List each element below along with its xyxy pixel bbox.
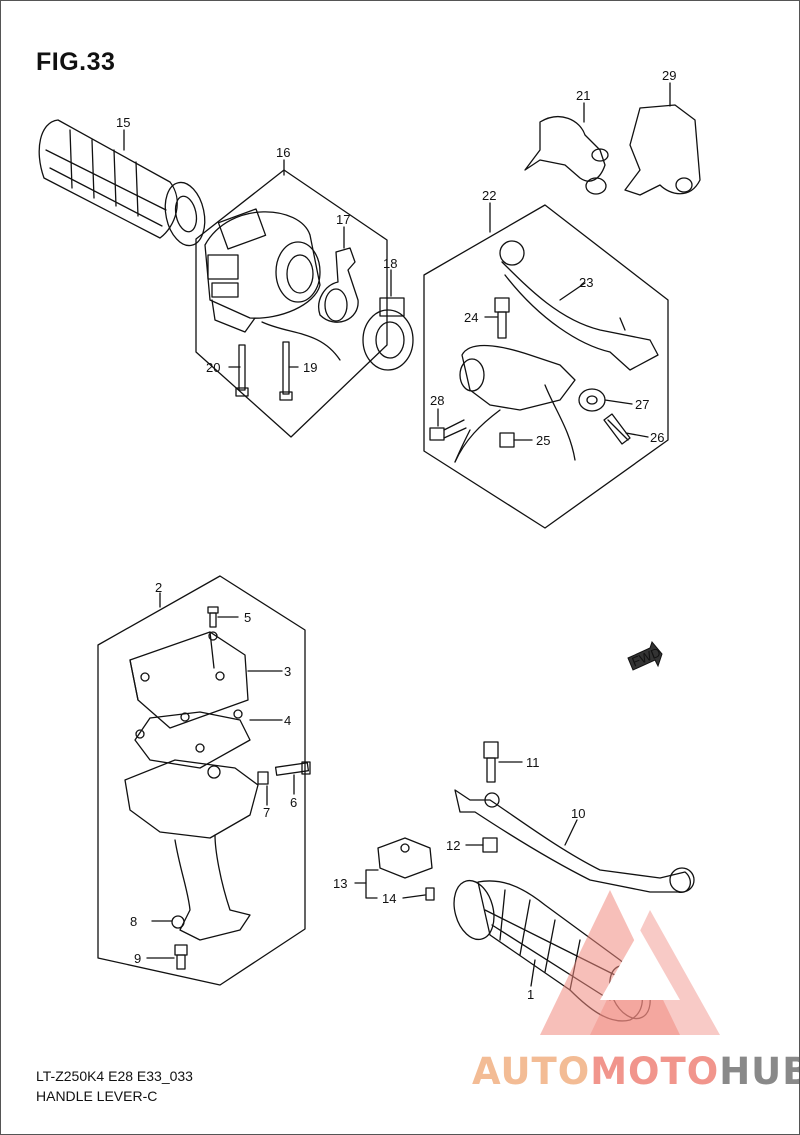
adjuster-nut-drawing bbox=[578, 388, 606, 412]
watermark-text: AUTOMOTOHUB bbox=[472, 1050, 800, 1093]
lever-nut-drawing bbox=[482, 837, 498, 853]
callout-14: 14 bbox=[382, 891, 396, 906]
callout-7: 7 bbox=[263, 805, 270, 820]
clutch-holder-drawing bbox=[454, 344, 576, 463]
master-cylinder-drawing bbox=[124, 759, 259, 941]
callout-19: 19 bbox=[303, 360, 317, 375]
switch-clamp-drawing bbox=[318, 247, 359, 323]
callout-1: 1 bbox=[527, 987, 534, 1002]
clutch-lever-drawing bbox=[499, 240, 659, 371]
diagram-caption: HANDLE LEVER-C bbox=[36, 1088, 158, 1104]
callout-20: 20 bbox=[206, 360, 220, 375]
lever-cover-drawing bbox=[624, 104, 701, 196]
fwd-direction-badge: FWD bbox=[627, 640, 663, 671]
watermark-part-1: AUTO bbox=[472, 1050, 591, 1093]
watermark-logo-triangles bbox=[540, 890, 720, 1035]
callout-10: 10 bbox=[571, 806, 585, 821]
callout-3: 3 bbox=[284, 664, 291, 679]
callout-15: 15 bbox=[116, 115, 130, 130]
small-hardware-drawing bbox=[174, 606, 311, 970]
group-outline-22 bbox=[423, 204, 669, 529]
callout-28: 28 bbox=[430, 393, 444, 408]
clutch-nut-drawing bbox=[499, 432, 515, 448]
callout-5: 5 bbox=[244, 610, 251, 625]
throttle-collar-drawing bbox=[362, 297, 414, 371]
callout-23: 23 bbox=[579, 275, 593, 290]
callout-2: 2 bbox=[155, 580, 162, 595]
switch-screws-drawing bbox=[235, 341, 293, 401]
callout-9: 9 bbox=[134, 951, 141, 966]
leader-lines bbox=[123, 82, 671, 987]
watermark-part-2: MOTO bbox=[590, 1050, 720, 1093]
callout-6: 6 bbox=[290, 795, 297, 810]
callout-16: 16 bbox=[276, 145, 290, 160]
watermark-part-3: HUB bbox=[719, 1050, 800, 1093]
callout-8: 8 bbox=[130, 914, 137, 929]
callout-27: 27 bbox=[635, 397, 649, 412]
brake-switch-drawing bbox=[377, 837, 433, 879]
callout-21: 21 bbox=[576, 88, 590, 103]
callout-24: 24 bbox=[464, 310, 478, 325]
callout-11: 11 bbox=[526, 755, 540, 770]
reservoir-cap-drawing bbox=[129, 631, 249, 729]
callout-18: 18 bbox=[383, 256, 397, 271]
clutch-lever-bolt-drawing bbox=[494, 297, 510, 339]
adjuster-bolt-drawing bbox=[603, 413, 631, 445]
callout-17: 17 bbox=[336, 212, 350, 227]
figure-title: FIG.33 bbox=[36, 48, 116, 76]
callout-4: 4 bbox=[284, 713, 291, 728]
callout-13: 13 bbox=[333, 876, 347, 891]
lever-bolt-drawing bbox=[483, 741, 499, 783]
diaphragm-drawing bbox=[134, 709, 251, 769]
parking-lock-drawing bbox=[524, 116, 609, 195]
grip-upper-drawing bbox=[38, 119, 206, 247]
switch-screw-drawing bbox=[425, 887, 435, 901]
callout-labels: 1 2 3 4 5 6 7 8 9 10 11 12 13 14 15 16 1… bbox=[116, 68, 676, 1002]
handlebar-switch-drawing bbox=[204, 208, 341, 361]
callout-22: 22 bbox=[482, 188, 496, 203]
clamp-screw-drawing bbox=[429, 419, 467, 441]
callout-29: 29 bbox=[662, 68, 676, 83]
group-outline-2 bbox=[97, 575, 306, 986]
group-outline-16 bbox=[195, 169, 388, 438]
callout-12: 12 bbox=[446, 838, 460, 853]
brake-lever-drawing bbox=[454, 789, 695, 893]
callout-26: 26 bbox=[650, 430, 664, 445]
model-code: LT-Z250K4 E28 E33_033 bbox=[36, 1068, 193, 1084]
callout-25: 25 bbox=[536, 433, 550, 448]
